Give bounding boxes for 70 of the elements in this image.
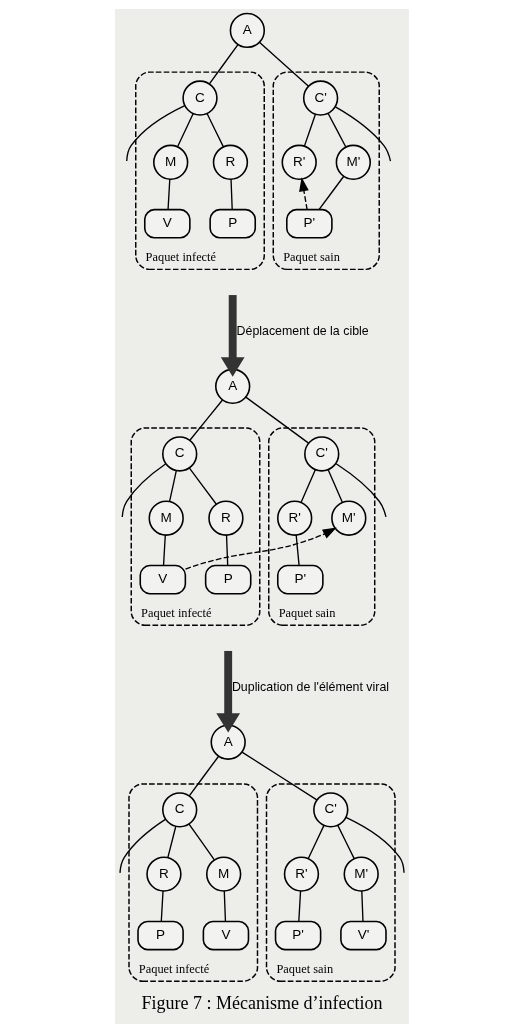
- node-circle: M: [153, 144, 189, 180]
- node-circle: M': [343, 855, 379, 892]
- node-circle: A: [210, 724, 246, 760]
- connector: [298, 889, 302, 922]
- connector: [188, 466, 218, 505]
- connector: [300, 468, 316, 503]
- connector: [206, 112, 225, 148]
- connector: [258, 41, 309, 87]
- connector: [121, 462, 167, 518]
- node-box: V: [202, 920, 250, 950]
- connector: [361, 889, 364, 922]
- connector: [188, 755, 220, 796]
- connector: [168, 469, 177, 502]
- connector: [189, 398, 224, 441]
- node-box: P: [204, 564, 252, 594]
- node-circle: M: [206, 855, 242, 892]
- connector: [327, 112, 347, 147]
- connector: [223, 889, 227, 922]
- node-circle: R: [208, 500, 244, 536]
- connector: [337, 824, 355, 859]
- connector: [334, 105, 392, 162]
- node-circle: R: [212, 144, 249, 180]
- node-box: P': [286, 208, 333, 239]
- connector: [167, 178, 171, 210]
- connector: [345, 816, 405, 873]
- connector: [162, 534, 166, 566]
- node-box: P': [274, 920, 322, 950]
- arrow: [184, 527, 337, 570]
- edge-label: Déplacement de la cible: [236, 323, 369, 338]
- node-circle: A: [229, 12, 266, 48]
- caption: Figure 7 : Mécanisme d’infection: [141, 992, 383, 1013]
- node-box: P': [277, 564, 324, 594]
- connector: [241, 750, 318, 800]
- node-circle: M: [148, 500, 184, 536]
- node-circle: R': [281, 144, 317, 180]
- node-box: V': [340, 920, 387, 950]
- node-box: V: [144, 208, 191, 239]
- node-circle: M': [335, 144, 371, 180]
- node-circle: C': [302, 79, 339, 116]
- node-circle: C': [304, 435, 340, 472]
- connector: [160, 889, 164, 922]
- node-circle: C': [313, 791, 349, 828]
- connector: [230, 178, 233, 210]
- node-circle: R': [283, 855, 320, 892]
- connector: [126, 104, 186, 162]
- node-box: V: [139, 564, 187, 594]
- connector: [327, 468, 344, 503]
- node-circle: C: [162, 435, 198, 472]
- connector: [335, 462, 387, 518]
- connector: [307, 824, 325, 859]
- arrow: [299, 176, 309, 210]
- node-circle: C: [162, 791, 198, 828]
- connector: [167, 825, 177, 858]
- connector: [295, 534, 300, 566]
- node-box: P: [209, 208, 257, 239]
- connector: [225, 534, 229, 566]
- node-box: P: [137, 920, 184, 950]
- connector: [119, 818, 167, 873]
- connector: [188, 822, 216, 860]
- node-circle: M': [331, 500, 367, 536]
- connector: [177, 112, 194, 147]
- node-circle: R: [146, 855, 182, 892]
- connector: [318, 175, 345, 210]
- connector: [208, 43, 239, 84]
- node-circle: R': [277, 500, 313, 536]
- node-circle: A: [215, 368, 251, 404]
- node-circle: C: [182, 79, 218, 116]
- connector: [303, 113, 317, 147]
- edge-label: Duplication de l'élément viral: [231, 679, 390, 694]
- connector: [245, 395, 310, 444]
